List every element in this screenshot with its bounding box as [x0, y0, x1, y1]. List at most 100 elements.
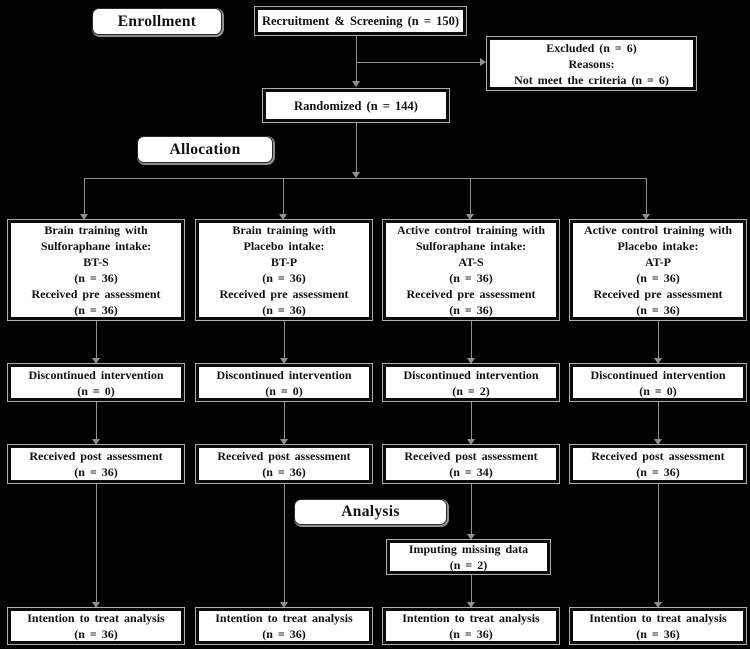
arrowhead-right-icon: [480, 58, 486, 66]
recruitment-screening-box: Recruitment & Screening (n = 150): [255, 7, 466, 35]
arrowhead-down-icon: [466, 214, 474, 220]
discontinued-line: Discontinued intervention: [403, 367, 539, 382]
imputing-line: Imputing missing data: [408, 542, 529, 556]
connector-line: [284, 320, 285, 358]
stage-label-analysis: Analysis: [294, 499, 447, 525]
arrowhead-down-icon: [467, 534, 475, 540]
arm-line: Sulforaphane intake:: [40, 239, 152, 253]
arrowhead-down-icon: [467, 358, 475, 364]
arm-line: BT-S: [83, 255, 109, 269]
connector-line: [96, 483, 97, 602]
discontinued-line: (n = 0): [77, 383, 115, 398]
arm-line: (n = 36): [262, 271, 306, 285]
connector-line: [284, 401, 285, 439]
arm-line: (n = 36): [74, 271, 118, 285]
arm-line: Active control training with: [396, 223, 546, 237]
discontinued-line: (n = 0): [265, 383, 303, 398]
excluded-line: Not meet the criteria (n = 6): [514, 72, 669, 87]
connector-line: [284, 483, 285, 602]
arm-line: Placebo intake:: [243, 239, 325, 253]
excluded-box: Excluded (n = 6) Reasons: Not meet the c…: [487, 37, 696, 90]
itt-box-at-s: Intention to treat analysis (n = 36): [383, 608, 559, 644]
connector-line: [658, 483, 659, 602]
arm-allocation-box-bt-p: Brain training with Placebo intake: BT-P…: [196, 220, 372, 320]
itt-line: Intention to treat analysis: [589, 611, 727, 625]
itt-box-bt-s: Intention to treat analysis (n = 36): [8, 608, 184, 644]
connector-line: [283, 178, 284, 214]
itt-line: (n = 36): [636, 627, 680, 641]
discontinued-line: (n = 0): [639, 383, 677, 398]
arm-line: Sulforaphane intake:: [415, 239, 527, 253]
recruitment-text: Recruitment & Screening (n = 150): [261, 14, 460, 28]
arm-line: AT-S: [458, 255, 484, 269]
arm-allocation-box-at-s: Active control training with Sulforaphan…: [383, 220, 559, 320]
itt-line: Intention to treat analysis: [215, 611, 353, 625]
discontinued-box-bt-p: Discontinued intervention (n = 0): [196, 364, 372, 401]
arm-line: (n = 36): [74, 303, 118, 317]
arm-line: BT-P: [270, 255, 298, 269]
connector-line: [471, 401, 472, 439]
discontinued-line: Discontinued intervention: [28, 367, 164, 382]
arrowhead-down-icon: [642, 214, 650, 220]
arm-line: (n = 36): [636, 303, 680, 317]
connector-line: [646, 178, 647, 214]
connector-line: [84, 178, 646, 179]
arrowhead-down-icon: [280, 602, 288, 608]
arm-line: (n = 36): [449, 303, 493, 317]
arrowhead-down-icon: [467, 439, 475, 445]
post-line: (n = 34): [449, 465, 493, 479]
discontinued-box-bt-s: Discontinued intervention (n = 0): [8, 364, 184, 401]
connector-line: [471, 574, 472, 602]
arm-line: (n = 36): [262, 303, 306, 317]
arrowhead-down-icon: [280, 439, 288, 445]
excluded-line: Reasons:: [568, 56, 615, 71]
post-assessment-box-bt-s: Received post assessment (n = 36): [8, 445, 184, 483]
arrowhead-down-icon: [654, 602, 662, 608]
connector-line: [658, 320, 659, 358]
arm-line: Active control training with: [583, 223, 733, 237]
connector-line: [96, 320, 97, 358]
arm-line: Received pre assessment: [219, 287, 349, 301]
randomized-box: Randomized (n = 144): [263, 89, 449, 122]
post-line: Received post assessment: [217, 449, 351, 463]
connector-line: [356, 35, 357, 81]
post-assessment-box-at-s: Received post assessment (n = 34): [383, 445, 559, 483]
connector-line: [84, 178, 85, 214]
arrowhead-down-icon: [654, 439, 662, 445]
stage-label-allocation: Allocation: [137, 136, 273, 163]
arrowhead-down-icon: [92, 439, 100, 445]
discontinued-box-at-s: Discontinued intervention (n = 2): [383, 364, 559, 401]
arrowhead-down-icon: [279, 214, 287, 220]
post-line: (n = 36): [636, 465, 680, 479]
itt-line: (n = 36): [262, 627, 306, 641]
arrowhead-down-icon: [80, 214, 88, 220]
itt-line: Intention to treat analysis: [402, 611, 540, 625]
connector-line: [470, 178, 471, 214]
arm-line: AT-P: [644, 255, 671, 269]
arm-line: Placebo intake:: [617, 239, 699, 253]
arm-line: (n = 36): [636, 271, 680, 285]
post-line: (n = 36): [74, 465, 118, 479]
connector-line: [356, 122, 357, 172]
arrowhead-down-icon: [280, 358, 288, 364]
imputing-missing-data-box: Imputing missing data (n = 2): [387, 540, 550, 574]
stage-label-enrollment: Enrollment: [92, 8, 222, 35]
imputing-line: (n = 2): [449, 558, 488, 572]
excluded-line: Excluded (n = 6): [546, 40, 637, 55]
arm-line: Brain training with: [232, 223, 336, 237]
arm-allocation-box-bt-s: Brain training with Sulforaphane intake:…: [8, 220, 184, 320]
connector-line: [658, 401, 659, 439]
arm-line: Received pre assessment: [31, 287, 161, 301]
itt-box-bt-p: Intention to treat analysis (n = 36): [196, 608, 372, 644]
connector-line: [471, 320, 472, 358]
arrowhead-down-icon: [92, 602, 100, 608]
itt-line: (n = 36): [449, 627, 493, 641]
arrowhead-down-icon: [467, 602, 475, 608]
arm-line: (n = 36): [449, 271, 493, 285]
post-line: Received post assessment: [591, 449, 725, 463]
arm-line: Received pre assessment: [593, 287, 723, 301]
discontinued-line: Discontinued intervention: [590, 367, 726, 382]
arrowhead-down-icon: [352, 81, 360, 87]
arrowhead-down-icon: [654, 358, 662, 364]
